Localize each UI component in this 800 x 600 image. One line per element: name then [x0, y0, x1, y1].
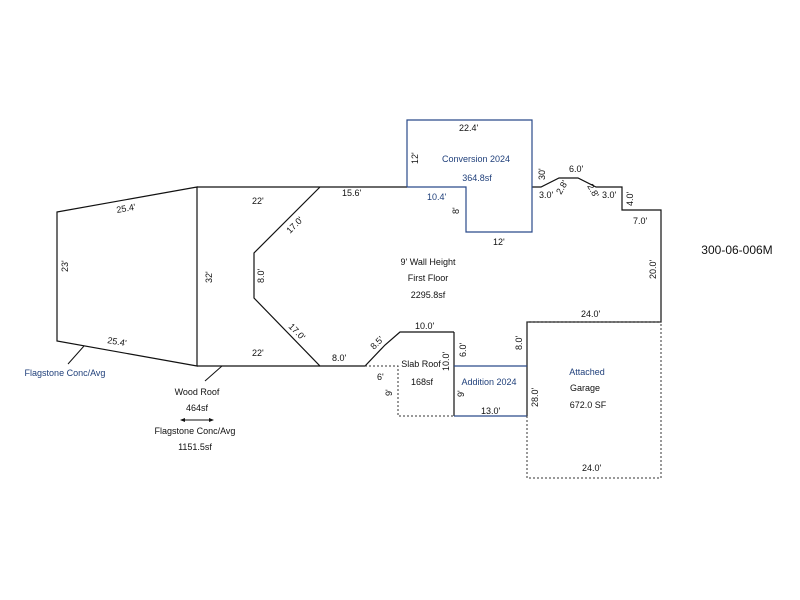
main-line2: First Floor: [408, 273, 449, 283]
garage-line1: Attached: [569, 367, 605, 377]
dim-garage-upper: 8.0': [514, 335, 524, 350]
dim-garage-left: 28.0': [530, 387, 540, 407]
slab-name: Slab Roof: [401, 359, 441, 369]
garage-outline: [526, 321, 662, 479]
dim-bottom-left: 8.0': [332, 353, 347, 363]
wood-roof-name: Wood Roof: [175, 387, 220, 397]
dim-right-side: 20.0': [648, 259, 658, 279]
wood-roof-arrow-head-left: [180, 418, 185, 422]
dim-add-upper: 6.0': [458, 342, 468, 357]
dim-step5: 3.0': [602, 190, 617, 200]
addition-outline: [454, 365, 527, 417]
dim-step6: 4.0': [625, 191, 635, 206]
wood-roof-pointer: [204, 365, 223, 382]
addition-name: Addition 2024: [461, 377, 516, 387]
dim-conv-inner: 10.4': [427, 192, 447, 202]
dim-add-left: 9': [456, 390, 466, 397]
wood-roof-arrow-head-right: [209, 418, 214, 422]
wood-roof-flag-area: 1151.5sf: [178, 442, 212, 452]
dim-left-bottom: 25.4': [107, 335, 128, 348]
dim-slab-left-top: 6': [377, 372, 384, 382]
conversion-outline: [406, 119, 533, 233]
dim-diag-upper: 17.0': [284, 215, 305, 236]
dim-step1: 3.0': [539, 190, 554, 200]
dim-wood-bottom: 22': [252, 348, 264, 358]
conversion-name: Conversion 2024: [442, 154, 510, 164]
slab-roof-outline: [365, 365, 454, 417]
dim-wood-top: 22': [252, 196, 264, 206]
main-area: 2295.8sf: [411, 290, 446, 300]
dim-left-side: 23': [60, 260, 70, 272]
dim-step2: 2.8': [554, 178, 570, 196]
dim-add-bottom: 13.0': [481, 406, 501, 416]
dim-garage-top: 24.0': [581, 309, 601, 319]
dim-conv-right: 30': [537, 168, 547, 180]
wood-roof-area: 464sf: [186, 403, 209, 413]
dim-left-top: 25.4': [116, 202, 137, 215]
dim-conv-bottom: 12': [493, 237, 505, 247]
garage-line2: Garage: [570, 383, 600, 393]
garage-area: 672.0 SF: [570, 400, 607, 410]
dim-garage-bottom: 24.0': [582, 463, 602, 473]
dim-wood-left: 32': [204, 271, 214, 283]
dim-step3: 6.0': [569, 164, 584, 174]
flagstone-left-pointer: [67, 345, 85, 365]
dim-diag-vert: 8.0': [256, 268, 266, 283]
dim-step4: 2.8': [585, 182, 601, 200]
dim-conv-notch: 8': [451, 207, 461, 214]
dim-step7: 7.0': [633, 216, 648, 226]
dim-slab-right: 10.0': [441, 351, 451, 371]
dim-conv-left: 12': [410, 152, 420, 164]
dim-conv-top: 22.4': [459, 123, 479, 133]
dim-top-main: 15.6': [342, 188, 362, 198]
wood-roof-flag-name: Flagstone Conc/Avg: [155, 426, 236, 436]
dim-slab-diag: 8.5': [368, 334, 385, 351]
dim-slab-top: 10.0': [415, 321, 435, 331]
parcel-id: 300-06-006M: [701, 243, 772, 257]
conversion-area: 364.8sf: [462, 173, 492, 183]
flagstone-left-name: Flagstone Conc/Avg: [25, 368, 106, 378]
main-line1: 9' Wall Height: [401, 257, 456, 267]
slab-area: 168sf: [411, 377, 434, 387]
dim-diag-lower: 17.0': [287, 321, 308, 342]
dim-slab-left: 9': [384, 389, 394, 396]
